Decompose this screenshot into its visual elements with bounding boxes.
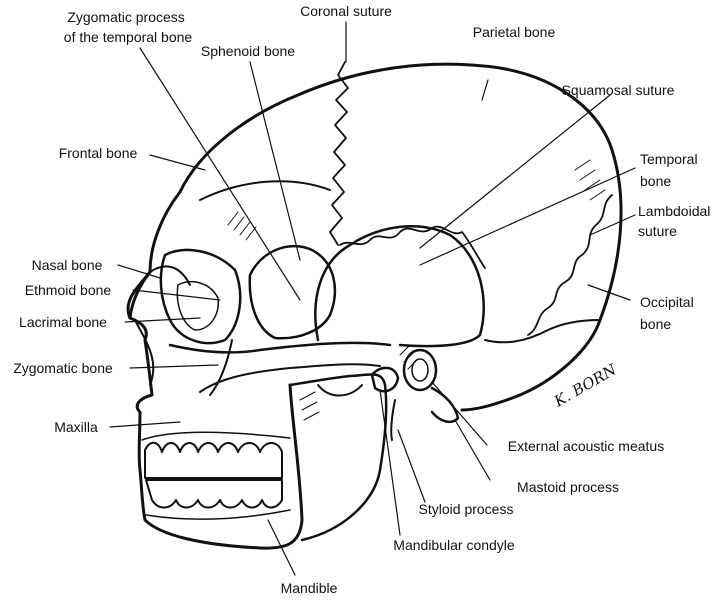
nasal-bone-shape bbox=[149, 265, 191, 286]
lower-teeth bbox=[145, 479, 283, 509]
label-lacrimal-bone: Lacrimal bone bbox=[19, 314, 107, 330]
zygomatic-arch-lower bbox=[199, 363, 381, 393]
zygomatic-arch bbox=[168, 341, 392, 354]
leader-zygomatic-bone bbox=[129, 364, 219, 369]
label-sphenoid-bone: Sphenoid bone bbox=[201, 43, 295, 59]
label-nasal-bone: Nasal bone bbox=[32, 257, 103, 273]
label-mandibular-condyle: Mandibular condyle bbox=[393, 537, 515, 553]
hatching bbox=[227, 159, 606, 421]
leader-frontal-bone bbox=[149, 154, 206, 171]
external-acoustic-meatus-shape bbox=[402, 348, 438, 392]
leader-mandible bbox=[267, 519, 296, 576]
labels: Zygomatic process of the temporal bone C… bbox=[13, 3, 714, 596]
label-zygomatic-process: Zygomatic process of the temporal bone bbox=[64, 9, 193, 45]
label-occipital-bone: Occipital bone bbox=[640, 294, 698, 332]
label-mastoid-process: Mastoid process bbox=[517, 479, 619, 495]
leader-maxilla bbox=[109, 421, 181, 428]
squamosal-suture-line bbox=[339, 225, 486, 269]
label-coronal-suture: Coronal suture bbox=[300, 3, 392, 19]
lower-gum bbox=[145, 509, 291, 520]
upper-teeth bbox=[144, 441, 283, 479]
leader-parietal-bone bbox=[481, 79, 489, 101]
leader-mandibular-condyle bbox=[379, 389, 401, 536]
label-styloid-process: Styloid process bbox=[419, 501, 514, 517]
label-external-acoustic-meatus: External acoustic meatus bbox=[508, 438, 664, 454]
label-lambdoidal-suture: Lambdoidal suture bbox=[638, 203, 714, 239]
mastoid-process-shape bbox=[430, 386, 460, 424]
styloid-process-shape bbox=[390, 399, 396, 441]
sphenoid-wing bbox=[248, 245, 337, 340]
leader-lambdoidal-suture bbox=[589, 214, 636, 236]
coronal-suture-line bbox=[329, 61, 349, 246]
label-zygomatic-bone: Zygomatic bone bbox=[13, 360, 113, 376]
mandible-ramus bbox=[288, 373, 388, 542]
face-outline bbox=[128, 270, 304, 550]
leader-lines bbox=[109, 21, 636, 576]
lambdoidal-suture-line bbox=[527, 194, 613, 336]
label-ethmoid-bone: Ethmoid bone bbox=[25, 282, 112, 298]
skull-drawing bbox=[126, 61, 623, 550]
coronoid-notch bbox=[317, 384, 363, 397]
leader-sphenoid-bone bbox=[249, 61, 301, 261]
label-temporal-bone: Temporal bone bbox=[640, 151, 701, 189]
leader-external-acoustic-meatus bbox=[431, 381, 488, 446]
leader-zygomatic-process bbox=[139, 47, 301, 301]
artist-signature: K. BORN bbox=[550, 360, 620, 411]
zygomatic-bone-edge bbox=[209, 339, 233, 396]
cranium-outline bbox=[126, 62, 623, 412]
leader-nasal-bone bbox=[117, 264, 161, 279]
leader-squamosal-suture bbox=[419, 94, 611, 249]
orbit-inner bbox=[176, 281, 219, 331]
leader-styloid-process bbox=[397, 429, 426, 503]
label-mandible: Mandible bbox=[281, 580, 338, 596]
temporal-squama bbox=[314, 225, 485, 348]
label-frontal-bone: Frontal bone bbox=[59, 145, 138, 161]
nose-cavity bbox=[134, 319, 155, 386]
ear-canal-inner bbox=[411, 358, 429, 382]
orbit bbox=[159, 248, 242, 345]
leader-occipital-bone bbox=[587, 284, 631, 301]
leader-ethmoid-bone bbox=[132, 289, 221, 301]
label-maxilla: Maxilla bbox=[54, 419, 98, 435]
temporal-line bbox=[199, 180, 331, 201]
leader-temporal-bone bbox=[419, 167, 636, 266]
label-squamosal-suture: Squamosal suture bbox=[562, 82, 675, 98]
leader-lacrimal-bone bbox=[124, 317, 201, 323]
label-parietal-bone: Parietal bone bbox=[473, 24, 556, 40]
upper-gum bbox=[141, 431, 291, 441]
leader-mastoid-process bbox=[454, 419, 491, 481]
occipital-lower bbox=[484, 319, 601, 344]
